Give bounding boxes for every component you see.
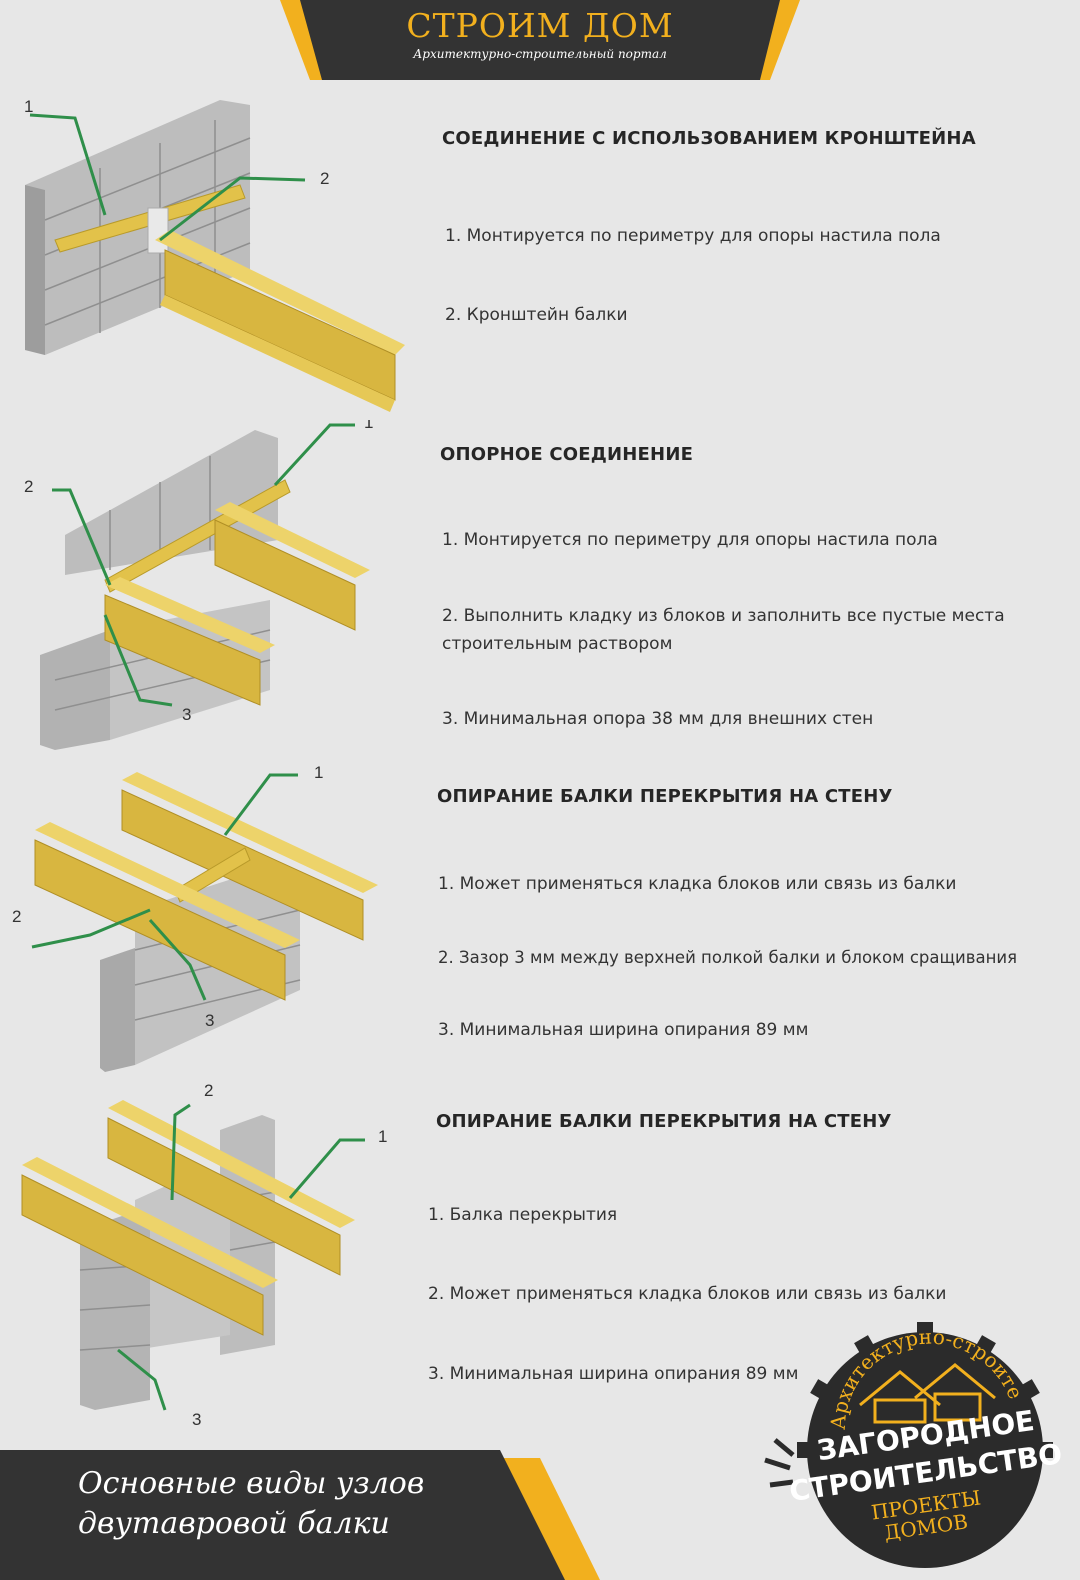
callout-3: 3 — [192, 1410, 201, 1429]
company-seal-logo: Архитектурно-строительный портал ЗАГОРОД… — [745, 1310, 1064, 1568]
footer-title-line-1: Основные виды узлов — [78, 1466, 425, 1501]
section-bracket-joint: 1 2 СОЕДИНЕНИЕ С ИСПОЛЬЗОВАНИЕМ КРОНШТЕЙ… — [0, 90, 1080, 420]
brand-title: СТРОИМ ДОМ — [406, 6, 674, 45]
support-joint-illustration: 2 3 1 — [24, 420, 373, 750]
callout-1: 1 — [378, 1127, 387, 1146]
callout-1: 1 — [364, 420, 373, 432]
list-item: 2. Зазор 3 мм между верхней полкой балки… — [438, 948, 1018, 967]
callout-2: 2 — [12, 907, 21, 926]
list-item: 2. Может применяться кладка блоков или с… — [428, 1284, 947, 1304]
header-banner: СТРОИМ ДОМ Архитектурно-строительный пор… — [0, 0, 1080, 85]
joist-on-wall-illustration-1: 1 2 3 — [12, 763, 378, 1072]
callout-2: 2 — [320, 169, 329, 188]
list-item: 1. Монтируется по периметру для опоры на… — [445, 226, 941, 246]
list-item: 1. Монтируется по периметру для опоры на… — [442, 530, 938, 550]
section-joist-on-wall-1: 1 2 3 ОПИРАНИЕ БАЛКИ ПЕРЕКРЫТИЯ НА СТЕНУ… — [0, 760, 1080, 1090]
joist-on-wall-illustration-2: 2 1 3 — [21, 1081, 387, 1429]
callout-2: 2 — [24, 477, 33, 496]
section-title: ОПИРАНИЕ БАЛКИ ПЕРЕКРЫТИЯ НА СТЕНУ — [436, 1111, 892, 1132]
list-item: 2. Кронштейн балки — [445, 305, 628, 325]
brand-subtitle: Архитектурно-строительный портал — [413, 47, 667, 61]
list-item: 3. Минимальная ширина опирания 89 мм — [438, 1020, 809, 1040]
callout-3: 3 — [205, 1011, 214, 1030]
header-shape — [280, 0, 800, 80]
footer-banner: Основные виды узлов двутавровой балки — [0, 1440, 1080, 1580]
list-item: 1. Может применяться кладка блоков или с… — [438, 874, 957, 894]
section-joist-on-wall-2: 2 1 3 ОПИРАНИЕ БАЛКИ ПЕРЕКРЫТИЯ НА СТЕНУ… — [0, 1080, 1080, 1440]
section-title: СОЕДИНЕНИЕ С ИСПОЛЬЗОВАНИЕМ КРОНШТЕЙНА — [442, 128, 976, 149]
footer-title: Основные виды узлов двутавровой балки — [78, 1464, 498, 1544]
section-title: ОПОРНОЕ СОЕДИНЕНИЕ — [440, 444, 694, 465]
section-support-joint: 2 3 1 ОПОРНОЕ СОЕДИНЕНИЕ 1. Монтируется … — [0, 420, 1080, 760]
footer-title-line-2: двутавровой балки — [78, 1506, 390, 1541]
list-item: 2. Выполнить кладку из блоков и заполнит… — [442, 606, 1005, 654]
section-title: ОПИРАНИЕ БАЛКИ ПЕРЕКРЫТИЯ НА СТЕНУ — [437, 786, 893, 807]
list-item: 3. Минимальная опора 38 мм для внешних с… — [442, 709, 874, 729]
bracket-joint-illustration: 1 2 — [24, 97, 405, 412]
list-item: 1. Балка перекрытия — [428, 1205, 618, 1225]
footer-shape — [0, 1450, 600, 1580]
callout-3: 3 — [182, 705, 191, 724]
callout-1: 1 — [24, 97, 33, 116]
list-item: 3. Минимальная ширина опирания 89 мм — [428, 1364, 799, 1384]
callout-2: 2 — [204, 1081, 213, 1100]
callout-1: 1 — [314, 763, 323, 782]
